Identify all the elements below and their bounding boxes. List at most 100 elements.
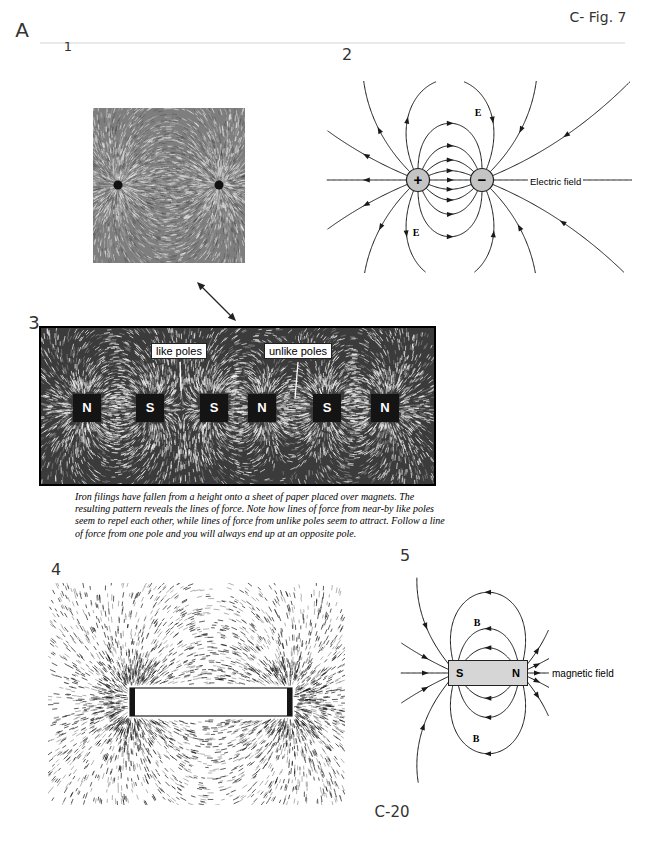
field-arrow bbox=[447, 187, 454, 192]
iron-filings bbox=[41, 328, 434, 484]
field-line bbox=[118, 190, 143, 263]
field-line bbox=[93, 186, 113, 192]
field-line bbox=[122, 187, 215, 205]
charge-sign: − bbox=[478, 171, 487, 188]
field-arrow bbox=[447, 212, 454, 217]
iron-filings bbox=[41, 328, 434, 484]
field-line bbox=[93, 189, 114, 213]
field-line bbox=[223, 169, 245, 183]
field-arrow bbox=[447, 157, 454, 162]
field-caption: Electric field bbox=[528, 177, 583, 187]
field-arrow bbox=[421, 654, 428, 660]
field-line bbox=[93, 185, 113, 186]
field-arrow bbox=[420, 723, 425, 730]
figure-caption: Iron filings have fallen from a height o… bbox=[75, 491, 449, 540]
field-label: B bbox=[471, 733, 482, 744]
field-arrow bbox=[404, 230, 409, 237]
field-line bbox=[118, 108, 142, 180]
field-line bbox=[194, 190, 219, 263]
field-arrow bbox=[518, 224, 524, 231]
figure-reference: C- Fig. 7 bbox=[570, 10, 627, 25]
field-line bbox=[328, 185, 407, 230]
field-line bbox=[93, 188, 114, 201]
field-arrow bbox=[484, 715, 491, 720]
field-line bbox=[121, 140, 217, 181]
magnet-pole-block bbox=[73, 394, 101, 422]
pole-callout-box: like poles bbox=[151, 343, 207, 360]
field-line bbox=[93, 130, 116, 180]
magnet-pole-block bbox=[136, 394, 164, 422]
photo-frame bbox=[40, 327, 435, 485]
pole-letter: N bbox=[82, 401, 91, 415]
field-arrow bbox=[485, 696, 492, 701]
field-line bbox=[423, 146, 478, 170]
bar-magnet-photo bbox=[130, 688, 292, 716]
field-line bbox=[525, 676, 549, 688]
magnet-pole-block bbox=[371, 394, 399, 422]
field-arrow bbox=[563, 131, 570, 137]
arrow-head bbox=[197, 282, 205, 290]
field-arrow bbox=[534, 692, 540, 699]
field-arrow bbox=[485, 645, 492, 650]
field-line bbox=[93, 178, 113, 184]
leader-line bbox=[295, 362, 298, 399]
double-arrow bbox=[201, 286, 232, 317]
arrow-head bbox=[228, 313, 236, 321]
field-line bbox=[423, 190, 478, 214]
panel-number: 1 bbox=[64, 40, 72, 54]
field-arrow bbox=[447, 234, 454, 239]
field-arrow bbox=[447, 143, 454, 148]
panel-number: 4 bbox=[51, 561, 61, 579]
field-line bbox=[406, 82, 436, 169]
charge-circle-shape bbox=[406, 168, 429, 191]
field-line bbox=[121, 189, 217, 230]
field-arrow bbox=[533, 678, 540, 683]
field-arrow bbox=[490, 116, 495, 123]
field-label: E bbox=[473, 107, 484, 118]
field-arrow bbox=[421, 687, 428, 693]
magnet-end bbox=[130, 688, 135, 716]
field-line bbox=[490, 81, 536, 171]
field-line bbox=[93, 189, 116, 239]
field-line bbox=[122, 154, 217, 182]
field-line bbox=[123, 185, 214, 186]
callout-text: unlike poles bbox=[269, 345, 327, 358]
panel-number: 5 bbox=[400, 547, 410, 565]
bar-magnet: SN bbox=[448, 660, 528, 686]
field-label: B bbox=[472, 617, 483, 628]
magnet-end bbox=[287, 688, 292, 716]
field-arrow bbox=[447, 121, 454, 126]
field-line bbox=[109, 108, 116, 180]
field-line bbox=[464, 82, 494, 169]
filings-photo bbox=[48, 583, 345, 805]
field-line bbox=[525, 659, 549, 671]
magnet-pole-block bbox=[313, 394, 341, 422]
field-line bbox=[123, 176, 215, 184]
field-arrow bbox=[491, 231, 496, 238]
field-line bbox=[119, 189, 218, 247]
filings-photo-ground bbox=[40, 327, 435, 485]
panel-number: 3 bbox=[28, 313, 39, 333]
field-arrow bbox=[519, 126, 524, 133]
pole-letter: N bbox=[512, 667, 520, 680]
field-arrow bbox=[363, 177, 370, 182]
field-arrow bbox=[534, 671, 541, 676]
field-arrow bbox=[560, 220, 567, 226]
pole-dot bbox=[114, 181, 123, 190]
field-arrow bbox=[404, 117, 409, 124]
field-line bbox=[418, 123, 482, 168]
field-arrow bbox=[484, 590, 491, 595]
magnet-pole-block bbox=[248, 394, 276, 422]
field-line-sheen bbox=[93, 108, 245, 263]
field-arrow bbox=[363, 154, 370, 160]
magnetic-field-lines bbox=[401, 578, 549, 783]
field-line bbox=[493, 185, 624, 273]
field-line bbox=[406, 191, 425, 272]
charge-circle: − bbox=[470, 168, 494, 192]
field-line bbox=[109, 190, 116, 263]
field-arrow bbox=[422, 671, 429, 676]
callout-text: like poles bbox=[156, 345, 202, 358]
iron-filings bbox=[48, 583, 345, 805]
field-arrow bbox=[534, 647, 540, 654]
